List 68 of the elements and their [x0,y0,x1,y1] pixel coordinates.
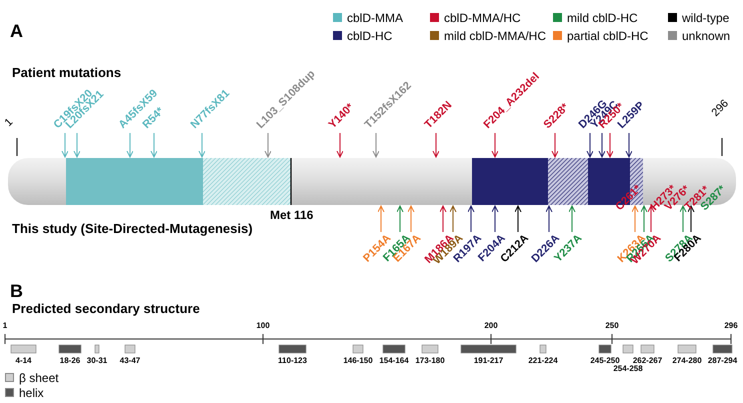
arrow [598,132,606,158]
arrow [680,206,686,232]
legend-label: partial cblD-HC [567,30,648,42]
arrow [408,206,414,232]
range-label: 146-150 [343,357,373,365]
arrow [62,132,68,158]
arrow [626,132,632,158]
arrow [640,206,648,232]
range-label: 274-280 [672,357,702,365]
arrow [198,132,206,158]
arrow [492,206,498,232]
panel-letter: B [10,282,23,300]
arrow [74,132,80,158]
range-label: 221-224 [528,357,558,365]
arrow [468,206,474,232]
arrow [396,206,404,232]
range-label: 287-294 [708,357,738,365]
legend-label: mild cblD-MMA/HC [444,30,546,42]
arrow [586,132,594,158]
section-heading: This study (Site-Directed-Mutagenesis) [12,222,253,235]
arrow [552,132,558,158]
arrow [514,206,522,232]
legend-label: β sheet [19,372,59,384]
range-label: 262-267 [632,357,662,365]
tick-label: 296 [724,322,738,330]
legend-label: wild-type [682,12,730,24]
residue-label: Met 116 [270,209,314,221]
arrow [432,132,440,158]
arrow [450,206,456,232]
arrow [378,206,384,232]
section-heading: Predicted secondary structure [12,302,200,315]
arrow [264,132,272,158]
range-label: 110-123 [278,357,307,365]
residue-number: 1 [3,116,16,129]
panel-letter: A [10,22,23,40]
range-label: 18-26 [60,357,80,365]
tick-label: 1 [2,322,8,330]
range-label: 4-14 [16,357,32,365]
range-label: 173-180 [415,357,445,365]
arrow [546,206,552,232]
legend-label: cblD-MMA [347,12,403,24]
range-label: 254-258 [613,365,643,373]
arrow [648,206,654,232]
range-label: 154-164 [379,357,409,365]
arrow [336,132,344,158]
arrow [150,132,158,158]
range-label: 245-250 [590,357,620,365]
tick-label: 200 [484,322,498,330]
range-label: 43-47 [120,357,140,365]
tick-label: 100 [256,322,270,330]
range-label: 191-217 [474,357,504,365]
legend-label: mild cblD-HC [567,12,638,24]
arrow [568,206,576,232]
range-label: 30-31 [86,357,108,365]
legend-label: cblD-HC [347,30,392,42]
arrow [606,132,614,158]
arrow [126,132,134,158]
legend-label: cblD-MMA/HC [444,12,521,24]
legend-label: unknown [682,30,730,42]
tick-label: 250 [605,322,619,330]
arrow [372,132,380,158]
arrow [688,206,694,232]
section-heading: Patient mutations [12,66,122,79]
arrow [632,206,638,232]
arrow [492,132,498,158]
arrow [440,206,446,232]
legend-label: helix [19,387,44,399]
residue-number: 296 [710,98,731,119]
